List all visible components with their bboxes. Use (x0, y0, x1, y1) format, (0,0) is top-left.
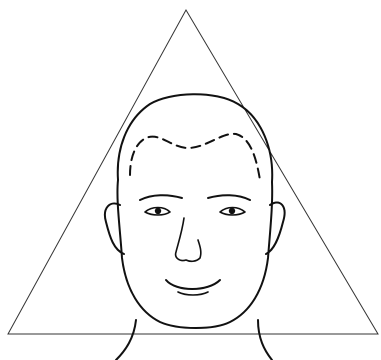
eyebrow-left-icon (140, 195, 182, 200)
eye-left-icon (145, 208, 170, 216)
eyebrow-right-icon (208, 195, 250, 200)
hairline-dashed (130, 134, 260, 180)
eye-right-icon (220, 208, 245, 216)
mouth-lower-lip (178, 292, 208, 295)
neck-right (258, 320, 272, 360)
mouth-icon (166, 280, 220, 289)
triangle-outline (8, 10, 378, 334)
head-outline (117, 94, 272, 328)
neck-left (116, 320, 136, 360)
nose-icon (176, 218, 201, 261)
